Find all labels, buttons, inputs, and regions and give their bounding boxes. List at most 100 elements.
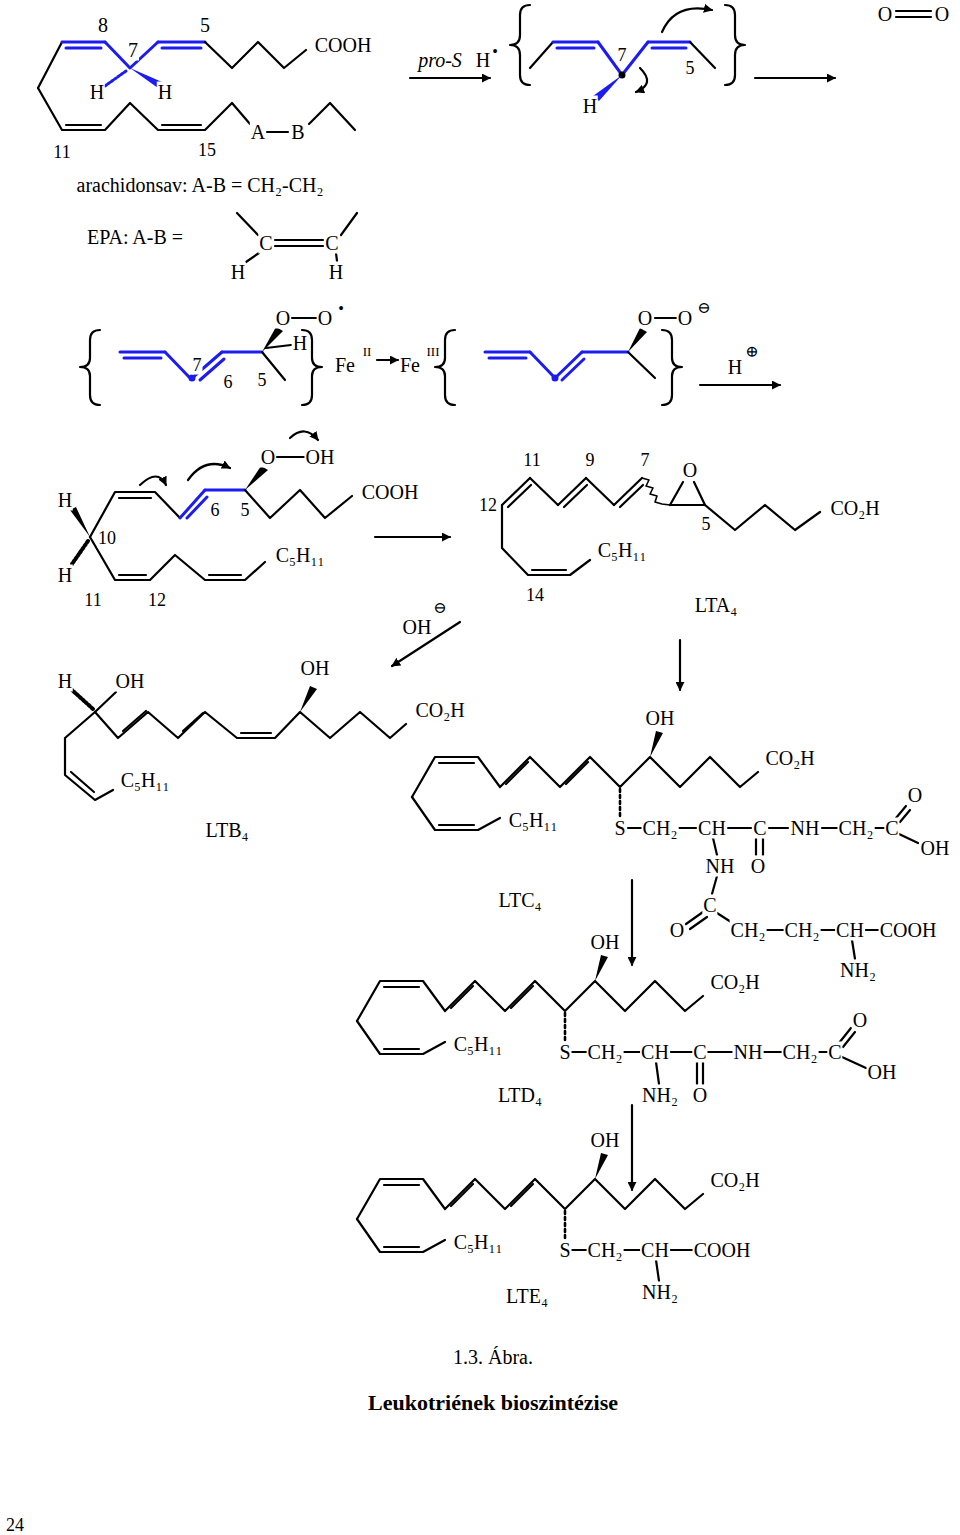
- bond-stroke: [642, 478, 670, 505]
- bond-stroke: [502, 478, 530, 505]
- bond-stroke: [628, 328, 647, 352]
- bond-stroke: [553, 41, 598, 44]
- structure-label: 9: [585, 451, 596, 470]
- structure-label: ⊕: [744, 344, 759, 361]
- bond-stroke: [662, 330, 682, 405]
- bond-stroke: [628, 352, 655, 378]
- bond-stroke: [38, 88, 250, 130]
- structure-label: NH₂: [839, 960, 877, 981]
- structure-label: O: [317, 308, 333, 329]
- structure-label: C: [692, 1042, 707, 1063]
- bond-stroke: [209, 574, 241, 576]
- bond-stroke: [65, 712, 113, 800]
- bond-stroke: [900, 810, 910, 822]
- bond-stroke: [820, 929, 835, 931]
- structure-label: OH: [115, 671, 146, 692]
- structure-label: LTE₄: [505, 1286, 549, 1307]
- bond-stroke: [656, 1062, 659, 1084]
- bond-stroke: [679, 827, 696, 829]
- bond-stroke: [357, 955, 703, 1054]
- structure-label: 6: [210, 501, 221, 520]
- bond-stroke: [662, 8, 712, 32]
- structure-label: C₅H₁₁: [275, 545, 326, 566]
- bond-stroke: [572, 1051, 587, 1053]
- structure-label: 14: [525, 586, 545, 605]
- structure-label: EPA: A-B =: [86, 227, 184, 248]
- bond-stroke: [205, 42, 306, 68]
- structure-label: C: [324, 233, 339, 254]
- structure-label: NH: [705, 856, 736, 877]
- bond-stroke: [620, 485, 643, 507]
- structure-label: O: [669, 920, 685, 941]
- bond-stroke: [670, 504, 705, 506]
- structure-label: 5: [685, 59, 696, 78]
- structure-label: CH₂: [730, 920, 767, 941]
- bond-stroke: [670, 482, 683, 505]
- peptide-chains: [572, 806, 918, 1281]
- structure-label: H: [57, 671, 73, 692]
- bond-stroke: [631, 880, 633, 965]
- bond-stroke: [696, 1062, 698, 1084]
- bond-stroke: [275, 239, 323, 241]
- bond-stroke: [532, 569, 566, 571]
- structure-label: C₅H₁₁: [453, 1232, 504, 1253]
- structure-label: COOH: [879, 920, 938, 941]
- bond-stroke: [708, 1051, 732, 1053]
- structure-label: H: [727, 357, 743, 378]
- structure-label: O: [682, 460, 698, 481]
- structure-label: H: [57, 490, 73, 511]
- bond-stroke: [502, 505, 590, 575]
- figure-caption: Leukotriének bioszintézise: [367, 1391, 619, 1414]
- hpete-and-lta4: [70, 431, 820, 690]
- bond-stroke: [712, 876, 717, 894]
- structure-label: C₅H₁₁: [597, 540, 648, 561]
- structure-label: COOH: [314, 35, 373, 56]
- bond-stroke: [702, 1062, 704, 1084]
- structure-label: OH: [867, 1062, 898, 1083]
- bond-stroke: [183, 713, 203, 731]
- structure-label: C₅H₁₁: [453, 1034, 504, 1055]
- bond-stroke: [670, 1249, 692, 1251]
- structure-label: 12: [478, 496, 498, 515]
- structure-label: CH: [640, 1042, 670, 1063]
- bond-stroke: [557, 47, 594, 50]
- bond-stroke: [187, 497, 207, 518]
- structure-label: H: [230, 262, 246, 283]
- bond-stroke: [72, 541, 88, 564]
- bond-stroke: [120, 351, 165, 354]
- peroxy-step: [80, 318, 780, 405]
- structure-label: CH₂: [784, 920, 821, 941]
- bond-stroke: [245, 490, 352, 518]
- bond-stroke: [123, 711, 146, 731]
- structure-label: A: [250, 122, 266, 143]
- bond-stroke: [412, 731, 758, 830]
- bond-stroke: [655, 317, 676, 319]
- structure-label: 5: [240, 501, 251, 520]
- bond-stroke: [769, 827, 788, 829]
- bond-stroke: [818, 1051, 827, 1053]
- structure-label: S: [558, 1240, 571, 1261]
- structure-label: CH₂: [587, 1240, 624, 1261]
- bond-stroke: [375, 536, 450, 538]
- structure-label: C: [752, 818, 767, 839]
- structure-label: C: [884, 818, 899, 839]
- bond-stroke: [267, 131, 288, 133]
- bond-stroke: [292, 317, 316, 319]
- bond-stroke: [410, 77, 490, 79]
- structure-label: LTC₄: [498, 890, 543, 911]
- cysteinyl-leukotrienes: [357, 731, 758, 1252]
- bond-stroke: [705, 505, 820, 530]
- structure-label: 5: [257, 371, 268, 390]
- bond-stroke: [852, 940, 855, 959]
- structure-label: O: [852, 1010, 868, 1031]
- bond-stroke: [875, 827, 884, 829]
- bond-stroke: [670, 1051, 692, 1053]
- structure-label: Fe: [399, 355, 421, 376]
- bond-stroke: [700, 384, 780, 386]
- bond-stroke: [896, 16, 931, 18]
- structure-label: CO₂H: [709, 1170, 760, 1191]
- bond-stroke: [275, 245, 323, 247]
- structure-label: NH: [733, 1042, 764, 1063]
- structure-label: H: [292, 333, 308, 354]
- structure-label: 6: [223, 373, 234, 392]
